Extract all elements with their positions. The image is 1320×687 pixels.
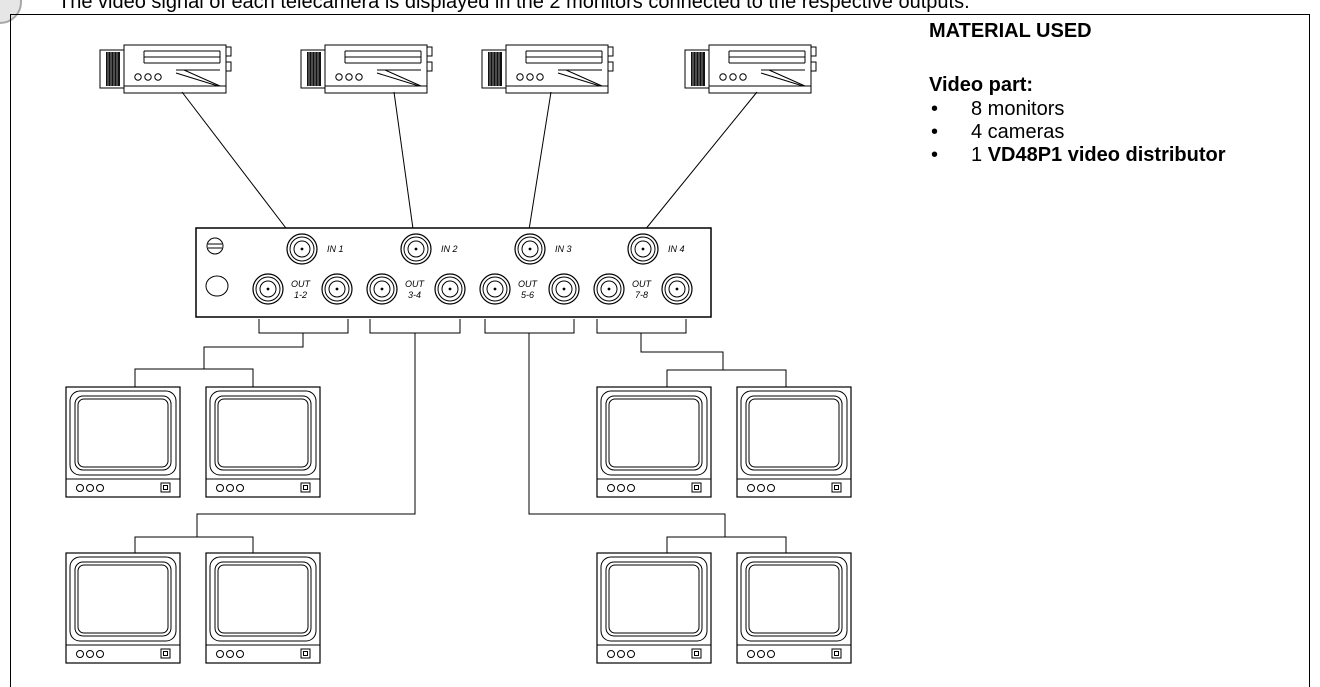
material-item: • 1 VD48P1 video distributor: [929, 144, 1226, 167]
output-7-connector-icon: [593, 273, 625, 305]
output-4-connector-icon: [434, 273, 466, 305]
output-3-4-range: 3-4: [408, 290, 421, 300]
output-1-2-range: 1-2: [294, 290, 307, 300]
material-list: • 8 monitors • 4 cameras • 1 VD48P1 vide…: [929, 98, 1226, 167]
material-item: • 4 cameras: [929, 121, 1226, 144]
input-2-connector-icon: [400, 233, 432, 265]
input-1-label: IN 1: [327, 244, 344, 254]
screw-icon: [206, 237, 224, 255]
output-2-connector-icon: [321, 273, 353, 305]
input-4-label: IN 4: [668, 244, 685, 254]
output-7-8-range: 7-8: [635, 290, 648, 300]
output-5-6-label: OUT: [518, 279, 539, 289]
monitor-7-icon: [596, 552, 712, 664]
caption-text: The video signal of each telecamera is d…: [58, 0, 970, 13]
output-1-2-label: OUT: [291, 279, 312, 289]
output-8-connector-icon: [661, 273, 693, 305]
camera-4-icon: [684, 44, 817, 94]
output-5-connector-icon: [479, 273, 511, 305]
output-cables: [134, 319, 787, 553]
monitor-5-icon: [596, 386, 712, 498]
material-item: • 8 monitors: [929, 98, 1226, 121]
material-subtitle: Video part:: [929, 74, 1034, 96]
bullet-icon: •: [931, 144, 939, 166]
output-5-6-range: 5-6: [521, 290, 534, 300]
monitor-2-icon: [205, 386, 321, 498]
material-title: MATERIAL USED: [929, 20, 1092, 42]
material-used-panel: MATERIAL USED Video part: • 8 monitors •…: [929, 20, 1226, 167]
vd48p1-distributor: IN 1 IN 2 IN 3 IN 4 OUT 1-2 OUT 3-4 OUT …: [195, 227, 712, 318]
input-3-label: IN 3: [555, 244, 572, 254]
camera-1-icon: [99, 44, 232, 94]
led-icon: [205, 275, 229, 297]
diagram-frame: [10, 14, 1310, 687]
input-1-connector-icon: [286, 233, 318, 265]
material-item-text: 1: [971, 144, 988, 166]
input-3-connector-icon: [514, 233, 546, 265]
monitor-6-icon: [736, 386, 852, 498]
camera-2-icon: [300, 44, 433, 94]
input-2-label: IN 2: [441, 244, 458, 254]
material-item-text: 4 cameras: [971, 121, 1065, 143]
output-1-connector-icon: [252, 273, 284, 305]
output-7-8-label: OUT: [632, 279, 653, 289]
output-6-connector-icon: [548, 273, 580, 305]
input-4-connector-icon: [627, 233, 659, 265]
bullet-icon: •: [931, 98, 939, 120]
output-3-4-label: OUT: [405, 279, 426, 289]
material-item-text: 8 monitors: [971, 98, 1065, 120]
output-3-connector-icon: [366, 273, 398, 305]
monitor-4-icon: [205, 552, 321, 664]
camera-cables: [181, 91, 758, 237]
camera-3-icon: [481, 44, 614, 94]
monitor-8-icon: [736, 552, 852, 664]
bullet-icon: •: [931, 121, 939, 143]
material-item-bold: VD48P1 video distributor: [987, 144, 1226, 166]
monitor-3-icon: [65, 552, 181, 664]
monitor-1-icon: [65, 386, 181, 498]
